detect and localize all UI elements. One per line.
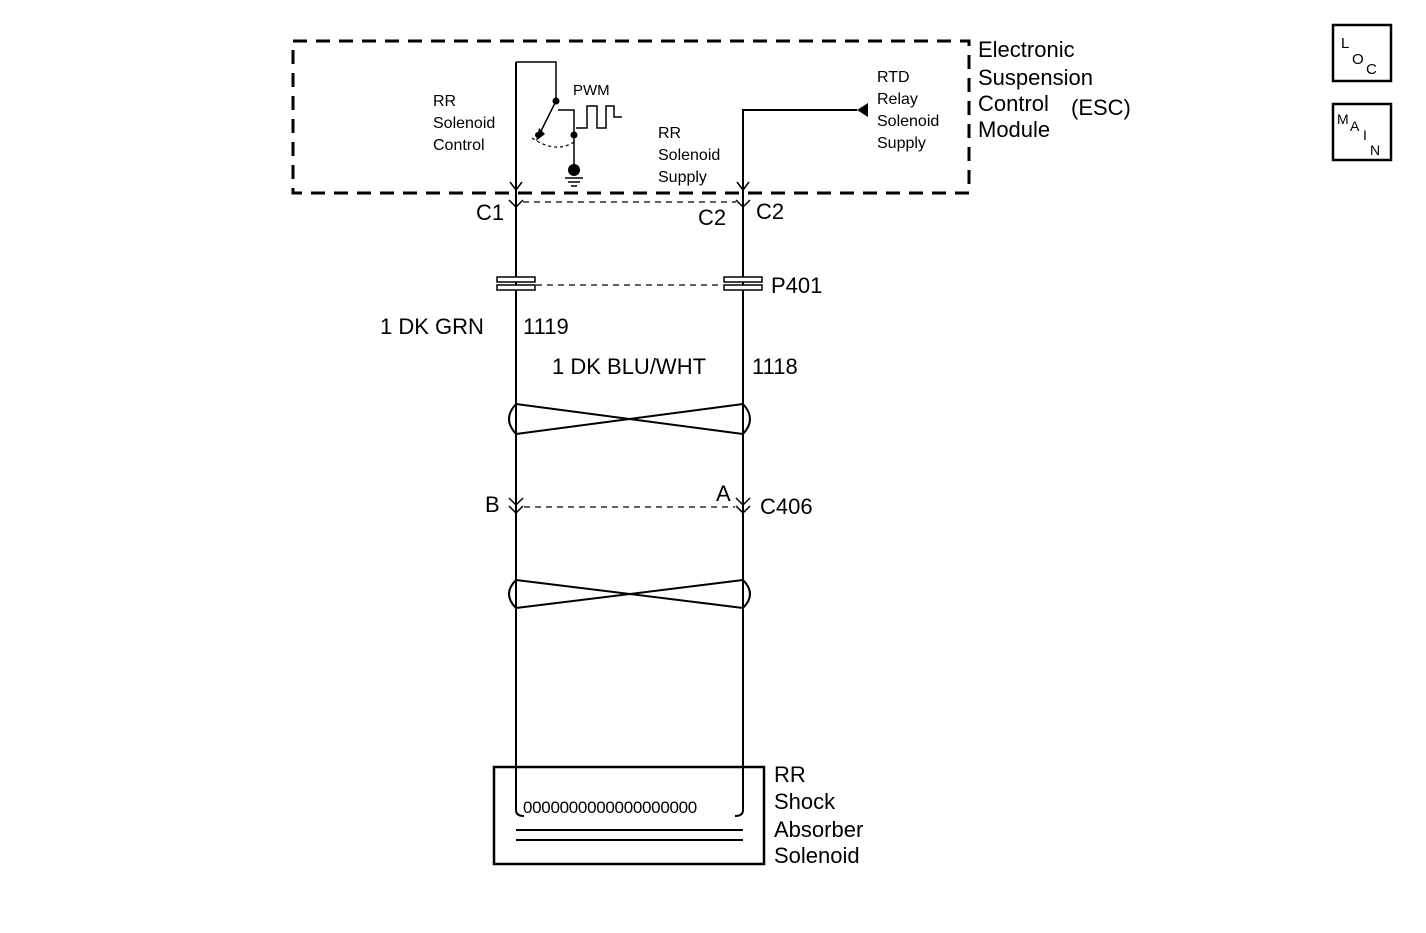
svg-text:Solenoid: Solenoid	[877, 113, 939, 130]
esc-module-boundary	[291, 39, 971, 195]
svg-text:Relay: Relay	[877, 91, 918, 108]
pwm-label: PWM	[573, 82, 610, 99]
module-name-line-4: Module	[978, 117, 1050, 142]
svg-text:Supply: Supply	[658, 169, 707, 186]
loc-letter-l: L	[1341, 35, 1349, 52]
module-abbrev: (ESC)	[1071, 95, 1131, 120]
c406-pin-a-label: A	[716, 481, 731, 506]
loc-button[interactable]: L O C	[1331, 23, 1393, 83]
component-name-line-3: Absorber	[774, 817, 863, 842]
main-letter-n: N	[1370, 142, 1380, 158]
module-name-line-3: Control	[978, 91, 1049, 116]
wire-1118-circuit-label: 1118	[752, 354, 798, 379]
main-letter-m: M	[1337, 111, 1349, 127]
loc-letter-o: O	[1352, 51, 1364, 68]
c406-connector: B A C406	[485, 481, 813, 519]
svg-text:Control: Control	[433, 137, 485, 154]
component-name-line-4: Solenoid	[774, 843, 860, 868]
connector-c1-label: C1	[476, 200, 504, 225]
svg-text:Solenoid: Solenoid	[433, 115, 495, 132]
c1-c2-connector: C1 C2 C2	[476, 181, 784, 230]
main-letter-a: A	[1350, 118, 1360, 134]
rr-solenoid-control-label: RR Solenoid Control	[433, 93, 495, 154]
rtd-relay-solenoid-supply-label: RTD Relay Solenoid Supply	[877, 69, 939, 152]
svg-text:RTD: RTD	[877, 69, 910, 86]
solenoid-coil: 0000000000000000000	[523, 798, 697, 817]
rr-solenoid-supply-label: RR Solenoid Supply	[658, 125, 720, 186]
wire-1118-color-label: 1 DK BLU/WHT	[552, 354, 706, 379]
main-button[interactable]: M A I N	[1331, 102, 1393, 162]
component-name-line-1: RR	[774, 762, 806, 787]
solenoid-housing	[492, 765, 766, 866]
rr-shock-absorber-solenoid: 0000000000000000000 RR Shock Absorber So…	[492, 762, 863, 868]
wire-1119-circuit-label: 1119	[523, 314, 569, 339]
main-letter-i: I	[1363, 127, 1367, 143]
svg-text:Supply: Supply	[877, 135, 926, 152]
wire-1119-color-label: 1 DK GRN	[380, 314, 484, 339]
module-name-line-1: Electronic	[978, 37, 1075, 62]
connector-c2-right-label: C2	[756, 199, 784, 224]
module-name-line-2: Suspension	[978, 65, 1093, 90]
svg-text:Solenoid: Solenoid	[658, 147, 720, 164]
p401-pass-through: P401	[496, 273, 822, 298]
pwm-switch-symbol	[516, 61, 622, 187]
c406-label: C406	[760, 494, 813, 519]
connector-c2-left-label: C2	[698, 205, 726, 230]
twisted-pair-symbol-upper	[508, 403, 751, 435]
rtd-supply-feed	[742, 103, 868, 186]
loc-letter-c: C	[1366, 61, 1377, 78]
c406-pin-b-label: B	[485, 492, 500, 517]
esc-module-label: Electronic Suspension Control (ESC) Modu…	[978, 37, 1131, 142]
component-name-line-2: Shock	[774, 789, 836, 814]
svg-text:RR: RR	[433, 93, 456, 110]
twisted-pair-symbol-lower	[508, 579, 751, 609]
p401-label: P401	[771, 273, 822, 298]
svg-text:RR: RR	[658, 125, 681, 142]
